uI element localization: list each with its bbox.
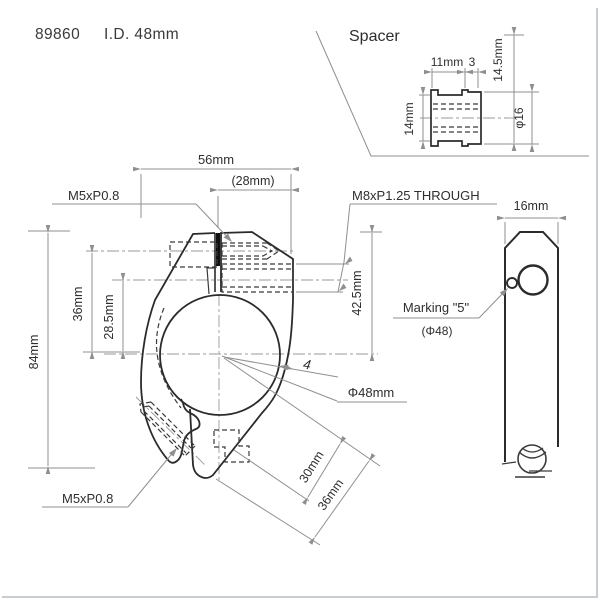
marking-sub-label: (Φ48) — [422, 324, 453, 338]
spacer-dim-body-dia: 14mm — [402, 102, 416, 135]
side-marking-dot — [506, 277, 518, 289]
dim-width: 56mm — [198, 152, 234, 167]
marking-label: Marking "5" — [403, 300, 470, 315]
bottom-screw-label: M5xP0.8 — [62, 491, 113, 506]
front-view: 56mm (28mm) 84mm 36mm 28.5mm 42.5mm M5 — [27, 152, 497, 546]
page-border — [2, 8, 598, 598]
side-through-hole — [517, 264, 549, 296]
slit-relief — [206, 267, 215, 295]
spacer-dim-length: 11mm — [431, 55, 463, 69]
m8-through-hole — [221, 263, 294, 293]
side-screw-tip — [501, 444, 552, 478]
spacer-view: 11mm 3 14mm 14.5mm φ16 — [402, 27, 539, 152]
dim-mid-hole: 28.5mm — [102, 294, 116, 339]
m5-clearance-pocket — [169, 241, 218, 268]
spacer-dim-overall: 14.5mm — [491, 38, 505, 81]
front-hidden-lines — [139, 241, 294, 463]
clamp-left-outline — [140, 232, 216, 464]
side-outline — [504, 231, 559, 462]
spacer-dim-ring-dia: φ16 — [512, 107, 526, 128]
bore-label: Φ48mm — [348, 385, 395, 400]
clamp-right-outline — [189, 231, 294, 479]
spacer-title: Spacer — [349, 28, 400, 45]
dim-center-height: 42.5mm — [350, 270, 364, 315]
front-centerlines — [86, 250, 378, 480]
dim-wall-thickness: 4 — [302, 357, 312, 373]
m5-top-thread-inner — [222, 245, 274, 257]
front-dimensions: 56mm (28mm) 84mm 36mm 28.5mm 42.5mm M5 — [27, 152, 497, 546]
m5-lower-pocket — [213, 429, 250, 463]
side-dimensions: 16mm Marking "5" (Φ48) — [393, 199, 566, 338]
m5-lower-slot — [139, 401, 196, 457]
m5-top-thread-outer — [221, 242, 281, 260]
dim-thickness: 16mm — [514, 199, 549, 213]
detail-separator-line — [315, 30, 589, 157]
spacer-dim-ring-width: 3 — [469, 55, 476, 69]
spacer-dimensions: 11mm 3 14mm 14.5mm φ16 — [402, 27, 539, 152]
through-hole-label: M8xP1.25 THROUGH — [352, 188, 480, 203]
bore-circle — [159, 294, 281, 416]
inner-diameter-label: I.D. 48mm — [104, 26, 179, 43]
dim-top-hole: 36mm — [71, 287, 85, 322]
dim-lug-inner: 30mm — [296, 448, 326, 485]
spacer-outline — [430, 89, 482, 147]
side-view: 16mm Marking "5" (Φ48) — [393, 199, 566, 478]
dim-lug-outer: 36mm — [315, 476, 346, 512]
dim-half-width: (28mm) — [231, 174, 274, 188]
part-number: 89860 — [35, 26, 80, 43]
dim-height: 84mm — [27, 335, 41, 370]
relief-hidden-arc — [155, 307, 182, 409]
top-screw-label: M5xP0.8 — [68, 188, 119, 203]
